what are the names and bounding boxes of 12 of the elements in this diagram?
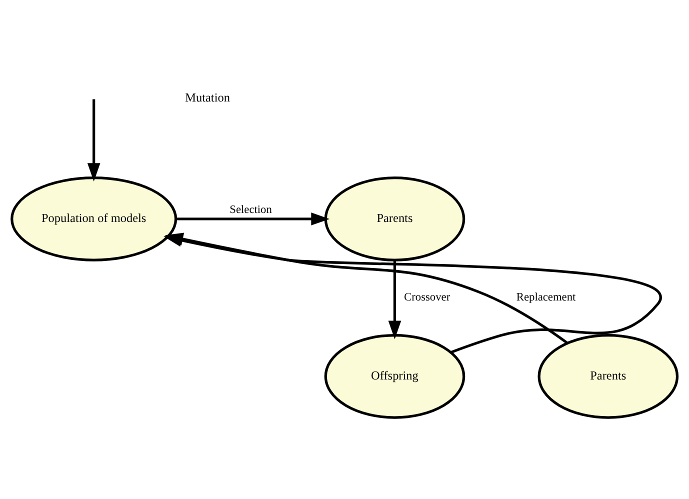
node-ellipse: Population of models (10, 176, 178, 261)
edge-label: Selection (230, 204, 272, 216)
arrow (87, 98, 100, 181)
label: Mutation (185, 90, 230, 104)
arrow (176, 212, 330, 225)
node-ellipse: Parents (538, 333, 679, 418)
edge-label: Crossover (404, 291, 450, 304)
edge-label: Replacement (516, 291, 576, 304)
node-ellipse: Offspring (324, 333, 466, 418)
arrow (388, 260, 402, 339)
arrow (164, 234, 662, 354)
node-ellipse: Parents (324, 176, 466, 261)
